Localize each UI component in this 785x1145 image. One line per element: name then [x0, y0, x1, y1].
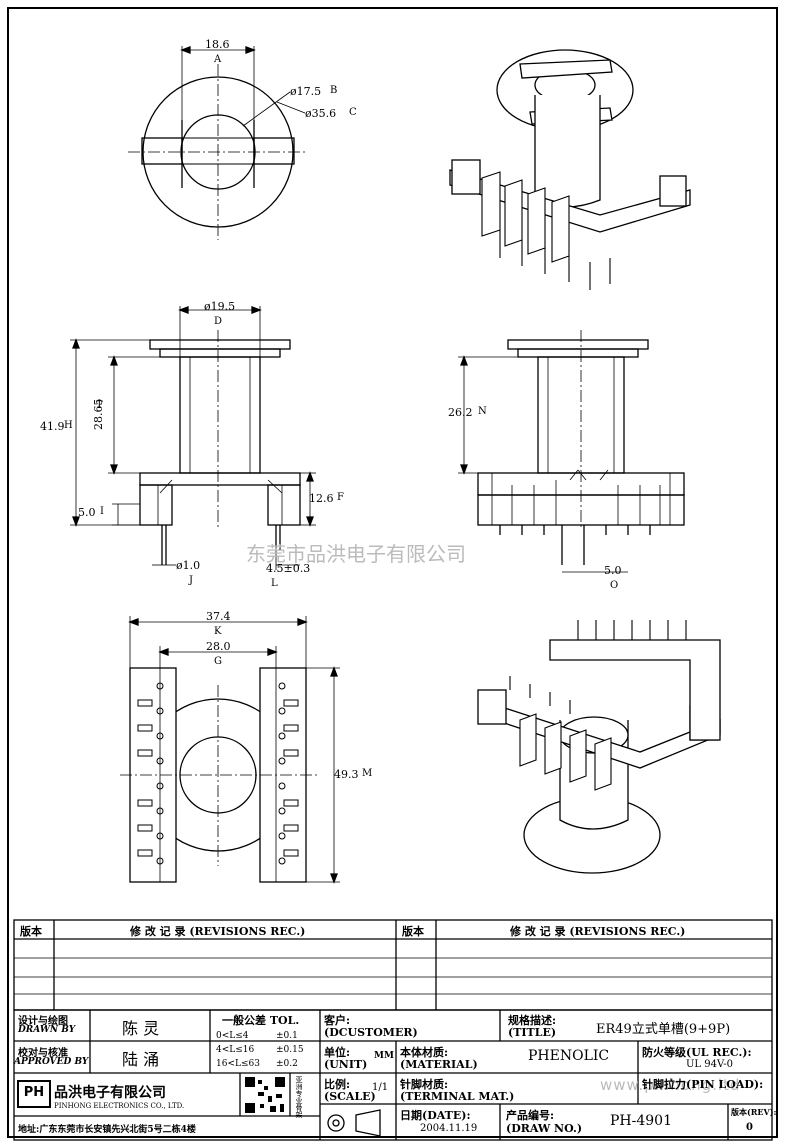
tolerance-value-2: ±0.15: [276, 1045, 304, 1055]
dim-pin-length: 5.0: [78, 506, 96, 519]
tolerance-title: 一般公差 TOL.: [222, 1014, 300, 1027]
drawno-value: PH-4901: [610, 1113, 672, 1129]
dim-side-pin-label: O: [610, 580, 619, 591]
dim-pin-diameter: ø1.0: [176, 559, 201, 572]
dim-pin-length-label: I: [100, 506, 104, 517]
qr-code: [245, 1077, 285, 1113]
bottom-view: [120, 616, 340, 884]
tolerance-range-2: 4<L≤16: [216, 1045, 255, 1055]
dim-top-inner-diameter: ø17.5: [290, 85, 322, 98]
unit-label-cn: 单位:: [324, 1046, 351, 1059]
rev-value: 0: [746, 1122, 753, 1133]
front-view: [70, 306, 316, 570]
scale-label-cn: 比例:: [324, 1078, 351, 1091]
dim-top-width-label: A: [214, 54, 222, 65]
drawn-by-label-cn: 设计与绘图: [18, 1016, 68, 1027]
scale-label-en: (SCALE): [324, 1090, 376, 1103]
ul-label: 防火等级(UL REC.):: [642, 1046, 752, 1059]
dim-bottom-length-label: M: [362, 768, 373, 779]
dim-bottom-width-label: K: [214, 626, 222, 637]
date-label: 日期(DATE):: [400, 1109, 471, 1122]
tolerance-range-1: 0<L≤4: [216, 1031, 249, 1041]
date-value: 2004.11.19: [420, 1123, 478, 1134]
dim-height-inner-label: T: [96, 400, 103, 411]
dim-base-height-label: F: [337, 492, 344, 503]
watermark-footer: www.pinhong.ltd: [600, 1076, 741, 1094]
pin-load-label: 针脚拉力(PIN LOAD):: [642, 1078, 764, 1091]
dim-height-total-label: H: [64, 420, 73, 431]
dim-pin-diameter-label: J: [189, 575, 194, 586]
dim-mid-width: ø19.5: [204, 300, 236, 313]
rev-col-rec-right: 修 改 记 录 (REVISIONS REC.): [510, 925, 686, 938]
top-view: [128, 46, 308, 240]
company-logo: PH: [17, 1080, 51, 1108]
material-value: PHENOLIC: [528, 1048, 610, 1064]
isometric-view-top: [449, 49, 691, 290]
company-name-en: PINHONG ELECTRONICS CO., LTD.: [54, 1102, 185, 1110]
dim-pin-pitch-label: L: [271, 578, 278, 589]
dim-pin-pitch: 4.5±0.3: [266, 562, 311, 575]
drawno-label-cn: 产品编号:: [506, 1109, 555, 1122]
drawn-by-value: 陈 灵: [122, 1019, 160, 1038]
dim-top-inner-diameter-label: B: [330, 85, 338, 96]
ul-value: UL 94V-0: [686, 1059, 734, 1070]
dim-bottom-width: 37.4: [206, 610, 231, 623]
terminal-label-cn: 针脚材质:: [400, 1078, 449, 1091]
approved-label-cn: 校对与核准: [18, 1048, 68, 1059]
rev-col-header-right: 版本: [402, 925, 424, 938]
dim-side-height: 26.2: [448, 406, 473, 419]
customer-label-en: (DCUSTOMER): [324, 1026, 418, 1039]
unit-label-en: (UNIT): [324, 1058, 368, 1071]
title-label-cn: 规格描述:: [508, 1014, 557, 1027]
watermark-center: 东莞市品洪电子有限公司: [246, 542, 466, 566]
title-label-en: (TITLE): [508, 1026, 557, 1039]
material-label-cn: 本体材质:: [400, 1046, 449, 1059]
unit-value: MM: [374, 1051, 394, 1061]
approved-label-en: APPROVED BY: [14, 1057, 89, 1067]
drawn-by-label-en: DRAWN BY: [18, 1025, 76, 1035]
side-view: [458, 330, 685, 573]
customer-label-cn: 客户:: [324, 1014, 351, 1027]
dim-base-height: 12.6: [309, 492, 334, 505]
tolerance-value-3: ±0.2: [276, 1059, 298, 1069]
dim-bottom-length: 49.3: [334, 768, 359, 781]
dim-bottom-inner-label: G: [214, 656, 222, 667]
dim-top-outer-diameter: ø35.6: [305, 107, 337, 120]
title-value: ER49立式单槽(9+9P): [596, 1022, 731, 1037]
qr-caption: 亚洲专业骨架: [295, 1076, 303, 1118]
rev-col-header-left: 版本: [20, 925, 42, 938]
dim-mid-width-label: D: [214, 316, 223, 327]
company-address: 地址:广东东莞市长安镇先兴北街5号二栋4楼: [18, 1125, 196, 1135]
tolerance-range-3: 16<L≤63: [216, 1059, 260, 1069]
company-name-cn: 品洪电子有限公司: [54, 1085, 166, 1101]
dim-side-pin: 5.0: [604, 564, 622, 577]
dim-height-total: 41.9: [40, 420, 65, 433]
dim-side-height-label: N: [478, 406, 487, 417]
drawno-label-en: (DRAW NO.): [506, 1122, 583, 1135]
title-block-grid: [13, 919, 773, 1141]
dim-top-width: 18.6: [205, 38, 230, 51]
rev-label: 版本(REV):: [731, 1107, 777, 1117]
terminal-label-en: (TERMINAL MAT.): [400, 1090, 515, 1103]
dim-bottom-inner: 28.0: [206, 640, 231, 653]
isometric-view-bottom: [477, 620, 721, 874]
approved-by-value: 陆 涌: [122, 1050, 160, 1069]
rev-col-rec-left: 修 改 记 录 (REVISIONS REC.): [130, 925, 306, 938]
dim-top-outer-diameter-label: C: [349, 107, 357, 118]
tolerance-value-1: ±0.1: [276, 1031, 298, 1041]
material-label-en: (MATERIAL): [400, 1058, 478, 1071]
scale-value: 1/1: [372, 1082, 389, 1093]
